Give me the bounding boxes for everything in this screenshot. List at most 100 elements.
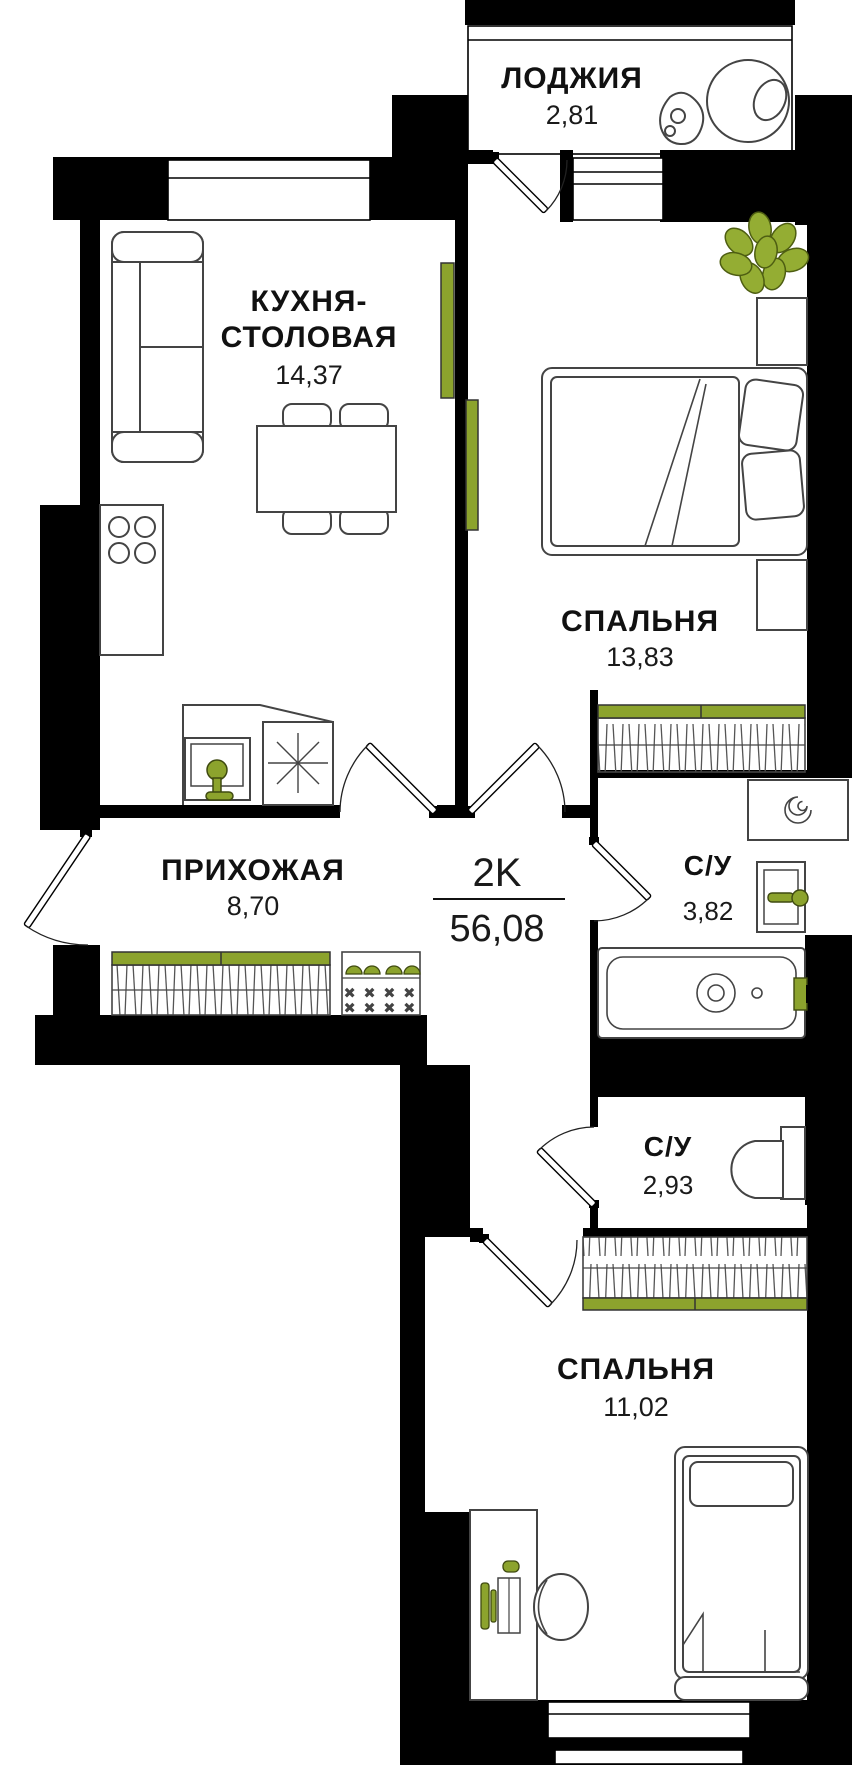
kitchen-window [167,159,371,221]
blanket-fold [682,1611,800,1673]
room-area-bathroom1: 3,82 [683,896,734,926]
washing-machine-icon [747,779,849,841]
hob-burner-icon [134,542,156,564]
bedroom2-furniture [469,1236,809,1701]
bed-footboard [674,1676,809,1701]
pillow-icon [737,378,805,452]
wall [562,805,598,818]
door-leaf [467,742,540,815]
desk-lamp-icon [502,1560,520,1573]
shoe-icon [363,965,381,975]
shoe-rack-marks: ✕ ✕ ✕ ✕ [345,986,418,1000]
wall [805,935,852,1205]
wall [468,150,493,164]
door-leaf [536,1147,597,1208]
room-label-bedroom1: СПАЛЬНЯ [561,605,719,638]
bedroom1-furniture [465,211,810,773]
room-area-bathroom2: 2,93 [643,1170,694,1200]
shoe-rack-marks: ✕ ✕ ✕ ✕ [345,1001,418,1015]
wall [583,1228,852,1237]
wall [400,1512,470,1700]
room-label-bathroom2: С/У [644,1131,692,1162]
bathroom1-door [589,837,652,922]
dining-set-icon [256,403,397,535]
sofa-seat [139,261,204,348]
bedroom2-window-sill [554,1749,744,1765]
wall [590,920,598,1127]
loggia-bedroom-window [572,157,664,221]
door-hinge [80,828,92,837]
door-leaf [492,157,549,214]
wall [465,0,795,25]
door-arc [536,744,566,813]
wall [795,95,852,225]
wall [400,1065,470,1237]
faucet-spout [205,791,234,801]
wall [437,805,468,818]
wall [560,150,573,222]
toilet-bowl [730,1140,784,1199]
door-arc [545,159,568,212]
door-hinge [479,1234,489,1243]
bathroom-door-panel-icon [756,861,809,933]
bathtub-icon [597,947,813,1039]
wall [100,805,340,818]
toilet-icon [730,1126,806,1200]
shoe-rack-frame [341,951,421,1016]
unit-total-area: 56,08 [449,908,544,950]
wall [807,1205,852,1700]
door-arc [593,897,650,922]
wall [400,1237,425,1512]
armchair-cushion-icon [752,78,788,122]
tub-faucet-icon [793,977,808,1011]
wall [80,220,100,505]
wall [598,770,852,778]
sofa-armrest [111,431,204,463]
desk-plant-icon [490,1589,497,1623]
wall [660,150,795,222]
bathroom1-furniture [597,779,849,1039]
shoe-icon [345,965,363,975]
room-label-kitchen-2: СТОЛОВАЯ [221,321,398,354]
hob-burner-icon [108,516,130,538]
door-arc [339,744,369,813]
pillow-icon [741,449,805,521]
kitchen-furniture [99,231,455,806]
room-label-bathroom1: С/У [684,850,732,881]
wall [53,945,100,1015]
faucet-icon [205,759,234,801]
wall [807,218,852,778]
single-bed-icon [674,1446,809,1701]
tv-icon [465,399,479,531]
unit-type-label: 2K [473,851,522,895]
hallway-furniture: ✕ ✕ ✕ ✕ ✕ ✕ ✕ ✕ [111,951,421,1016]
wall [598,1037,807,1097]
wall [590,690,598,840]
shoe-icon [385,965,403,975]
wall [455,710,468,805]
bathroom2-door [536,1126,599,1208]
toilet-tank [780,1126,806,1200]
handle-knob-icon [791,889,809,907]
cooktop-asterisk-icon [268,733,328,793]
sofa-back [111,261,141,433]
door-leaf [23,833,91,928]
blanket-fold [644,378,707,547]
door-hinge [490,152,499,164]
tub-faucet-mount [806,985,813,1003]
balcony-door [490,152,568,214]
bedroom2-door [479,1234,578,1308]
tub-overflow [751,987,763,999]
cup-icon [670,108,686,124]
door-leaf [365,742,438,815]
room-label-loggia: ЛОДЖИЯ [501,62,643,95]
wardrobe-icon [597,704,806,773]
room-area-bedroom1: 13,83 [606,642,674,672]
double-bed-icon [541,367,808,556]
chair-back [537,1579,548,1635]
entry-door [23,828,92,946]
wardrobe-icon [111,951,331,1016]
wall [455,165,468,710]
desk-icon [469,1509,538,1701]
